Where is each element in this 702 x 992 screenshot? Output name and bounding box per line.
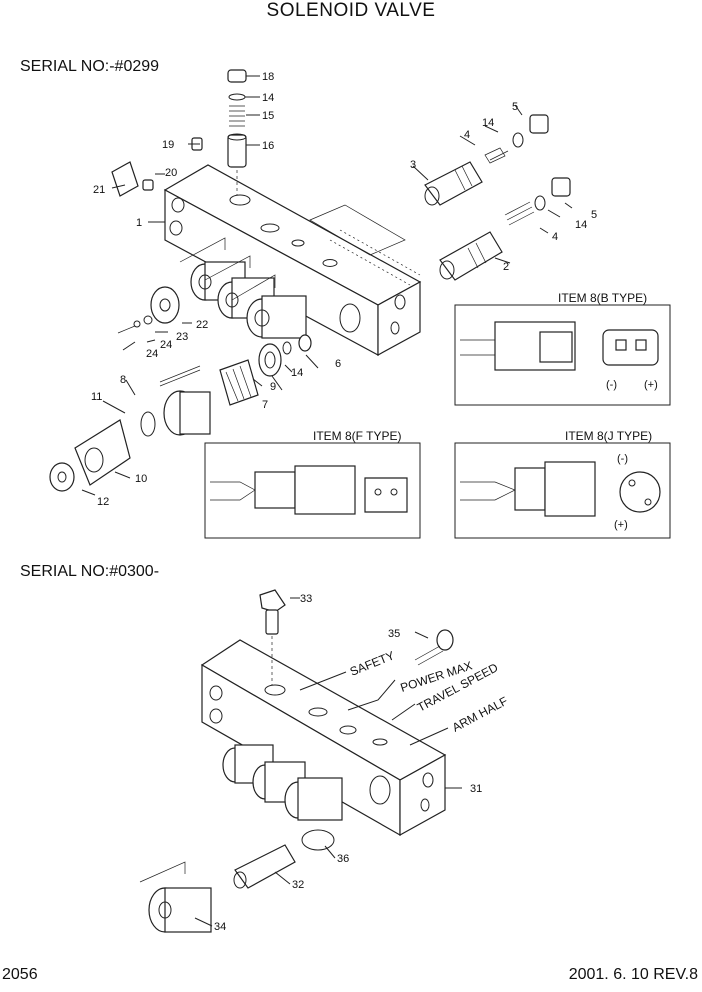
small-parts-left bbox=[111, 137, 203, 334]
page-number: 2056 bbox=[2, 966, 38, 983]
item-f-type-title: ITEM 8(F TYPE) bbox=[313, 429, 401, 443]
item-b-type-minus: (-) bbox=[606, 379, 617, 391]
item-j-type-title: ITEM 8(J TYPE) bbox=[565, 429, 652, 443]
item-b-type-plus: (+) bbox=[644, 379, 658, 391]
coil-assembly-exploded bbox=[49, 334, 312, 492]
part-10: 10 bbox=[135, 473, 147, 485]
part-1: 1 bbox=[136, 217, 142, 229]
revision-date: 2001. 6. 10 REV.8 bbox=[568, 966, 698, 983]
label-safety: SAFETY bbox=[348, 648, 397, 678]
part-36: 36 bbox=[337, 853, 349, 865]
part-3: 3 bbox=[410, 159, 416, 171]
lower-parts bbox=[139, 589, 454, 933]
part-24: 24 bbox=[146, 348, 158, 360]
part-6: 6 bbox=[335, 358, 341, 370]
part-4-b: 4 bbox=[552, 231, 558, 243]
serial-range-bottom: SERIAL NO:#0300- bbox=[20, 563, 160, 580]
part-34: 34 bbox=[214, 921, 226, 933]
item-j-type-plus: (+) bbox=[614, 519, 628, 531]
part-32: 32 bbox=[292, 879, 304, 891]
part-14-c: 14 bbox=[575, 219, 587, 231]
valve-block-lower bbox=[200, 639, 447, 837]
part-14-d: 14 bbox=[291, 367, 303, 379]
part-17: 18 bbox=[262, 71, 274, 83]
part-15: 15 bbox=[262, 110, 274, 122]
item-box-b-type: ITEM 8(B TYPE) (-) (+) bbox=[454, 291, 671, 406]
item-box-f-type: ITEM 8(F TYPE) bbox=[204, 429, 421, 539]
part-2: 2 bbox=[503, 261, 509, 273]
part-8: 8 bbox=[120, 374, 126, 386]
part-16: 16 bbox=[262, 140, 274, 152]
part-callouts: 18 14 15 16 19 20 21 1 14 5 4 3 5 14 4 2… bbox=[81, 71, 597, 933]
part-19: 20 bbox=[165, 167, 177, 179]
item-b-type-title: ITEM 8(B TYPE) bbox=[558, 291, 647, 305]
serial-range-top: SERIAL NO:-#0299 bbox=[20, 58, 160, 75]
part-22: 23 bbox=[176, 331, 188, 343]
part-5-a: 5 bbox=[512, 101, 518, 113]
part-5-b: 5 bbox=[591, 209, 597, 221]
part-14-b: 14 bbox=[482, 117, 494, 129]
part-7: 7 bbox=[262, 399, 268, 411]
part-12: 12 bbox=[97, 496, 109, 508]
page-title: SOLENOID VALVE bbox=[266, 0, 436, 21]
part-9: 9 bbox=[270, 381, 276, 393]
part-35: 35 bbox=[388, 628, 400, 640]
part-11: 11 bbox=[91, 391, 102, 403]
label-arm-half: ARM HALF bbox=[450, 694, 510, 735]
item-box-j-type: ITEM 8(J TYPE) (-) (+) bbox=[454, 429, 671, 539]
part-31: 31 bbox=[470, 783, 482, 795]
relief-parts-stack bbox=[227, 69, 247, 195]
part-21: 22 bbox=[196, 319, 208, 331]
cartridge-valves bbox=[329, 114, 571, 286]
part-33: 33 bbox=[300, 593, 312, 605]
solenoid-coils-upper bbox=[179, 237, 307, 339]
item-j-type-minus: (-) bbox=[617, 453, 628, 465]
part-18: 19 bbox=[162, 139, 174, 151]
part-14-a: 14 bbox=[262, 92, 274, 104]
part-4-a: 4 bbox=[464, 129, 470, 141]
valve-block-upper bbox=[163, 164, 422, 357]
part-20: 21 bbox=[93, 184, 105, 196]
part-23: 24 bbox=[160, 339, 172, 351]
